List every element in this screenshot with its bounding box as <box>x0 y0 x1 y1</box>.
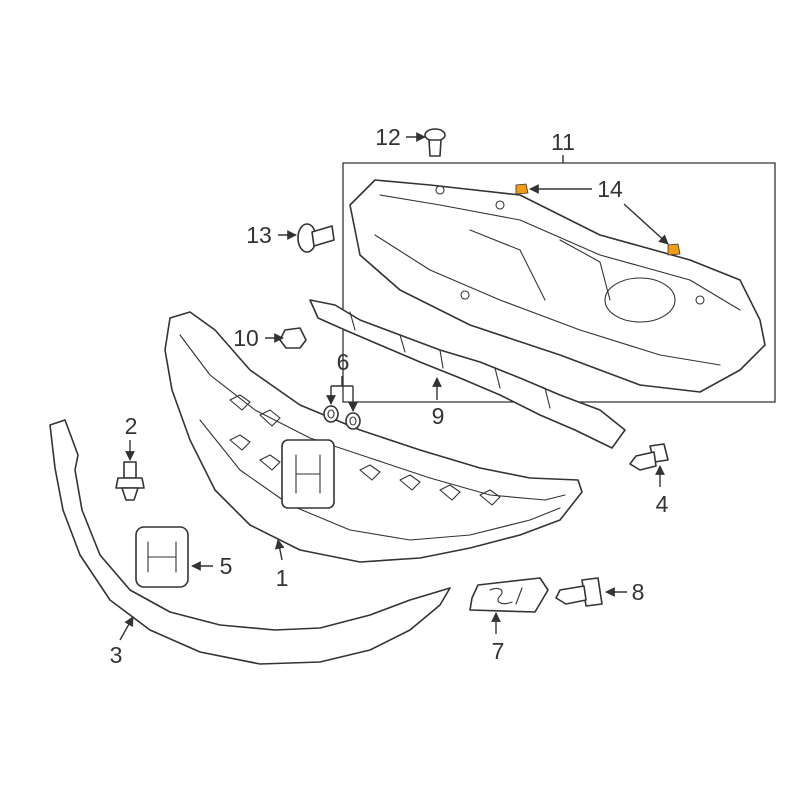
bolt-part-8 <box>555 577 603 607</box>
leader-1 <box>274 539 285 561</box>
si-badge-part <box>469 577 549 613</box>
leader-3 <box>119 616 134 641</box>
push-clip-part <box>115 461 145 501</box>
leader-14-right <box>623 203 669 245</box>
callout-14: 14 <box>597 176 623 202</box>
callout-4: 4 <box>656 491 669 517</box>
clip-highlight-part <box>515 183 681 256</box>
callout-13: 13 <box>246 222 272 248</box>
lower-molding-part <box>49 419 451 665</box>
callout-5: 5 <box>220 553 233 579</box>
callout-10: 10 <box>233 325 259 351</box>
callout-9: 9 <box>432 403 445 429</box>
callout-7: 7 <box>492 638 505 664</box>
nut-part-10 <box>279 327 307 349</box>
callout-11: 11 <box>551 129 575 155</box>
callout-3: 3 <box>110 642 123 668</box>
callout-2: 2 <box>125 413 138 439</box>
screw-part-4 <box>629 443 669 471</box>
grille-part <box>164 311 583 563</box>
washer-part-6 <box>323 405 361 430</box>
bracket-part <box>309 299 626 449</box>
callout-12: 12 <box>375 124 401 150</box>
upper-cover-part <box>349 179 766 393</box>
callout-6: 6 <box>337 349 350 375</box>
callout-8: 8 <box>632 579 645 605</box>
callout-1: 1 <box>276 565 289 591</box>
emblem-part <box>135 526 189 588</box>
push-rivet-part-13 <box>297 223 335 253</box>
pin-clip-part-12 <box>424 128 446 157</box>
